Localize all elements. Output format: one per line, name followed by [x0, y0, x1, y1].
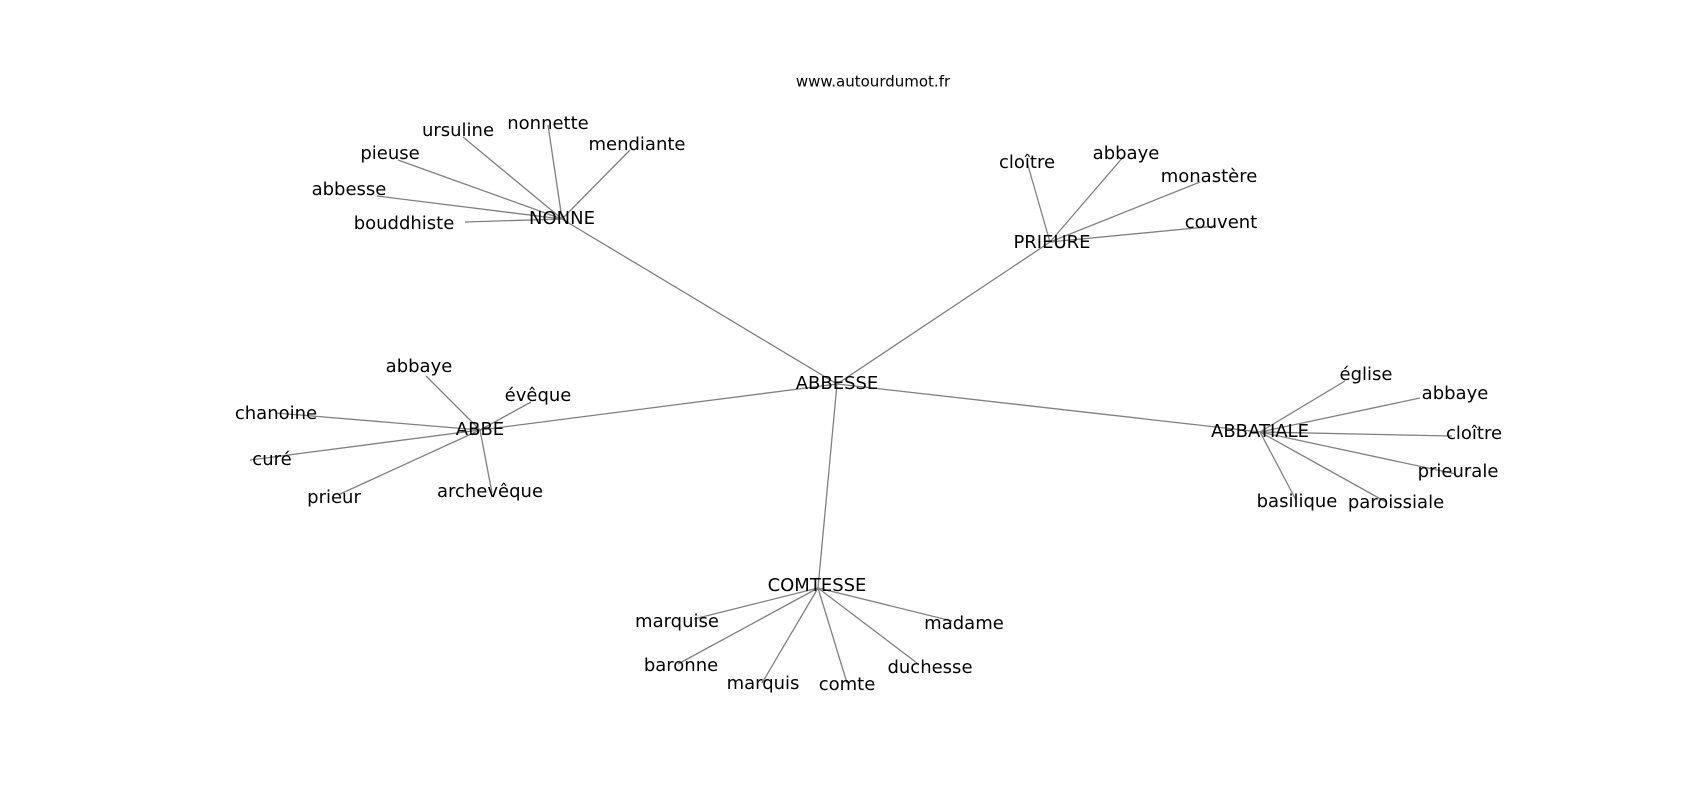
- edge-center-nonne: [561, 218, 838, 385]
- edge-center-prieure: [836, 241, 1051, 385]
- word-node[interactable]: abbaye: [1422, 383, 1489, 404]
- edge-abbe-word: [479, 429, 493, 494]
- graph-nodes: ABBESSE NONNE nonnette ursuline mendiante pie…: [235, 113, 1502, 695]
- word-node[interactable]: pieuse: [360, 143, 419, 164]
- edge-center-comtesse: [817, 383, 838, 589]
- edge-nonne-word: [547, 124, 563, 220]
- word-node[interactable]: prieur: [307, 487, 361, 508]
- word-node[interactable]: couvent: [1185, 212, 1258, 233]
- edge-nonne-word: [561, 149, 631, 220]
- edge-prieure-word: [1049, 155, 1125, 243]
- word-node[interactable]: marquise: [635, 611, 719, 632]
- edge-prieure-word: [1026, 161, 1051, 243]
- edge-comtesse-word: [817, 587, 953, 622]
- word-node[interactable]: nonnette: [507, 113, 589, 134]
- hub-node-prieure[interactable]: PRIEURE: [1013, 232, 1090, 253]
- edge-comtesse-word: [761, 587, 819, 684]
- hub-node-abbatiale[interactable]: ABBATIALE: [1211, 421, 1309, 442]
- edge-prieure-word: [1049, 181, 1201, 243]
- word-node[interactable]: curé: [252, 449, 291, 470]
- word-node[interactable]: bouddhiste: [354, 213, 455, 234]
- word-node[interactable]: duchesse: [887, 657, 972, 678]
- edge-center-abbatiale: [836, 383, 1261, 433]
- graph-edges: [249, 124, 1457, 684]
- site-url[interactable]: www.autourdumot.fr: [796, 73, 951, 91]
- edge-center-abbe: [479, 383, 838, 431]
- edge-abbe-word: [479, 401, 532, 431]
- word-node[interactable]: madame: [924, 613, 1004, 634]
- edge-abbatiale-word: [1259, 431, 1457, 475]
- word-node[interactable]: paroissiale: [1348, 492, 1444, 513]
- edge-abbatiale-word: [1259, 431, 1297, 501]
- edge-nonne-word: [464, 218, 563, 223]
- word-node[interactable]: monastère: [1161, 166, 1258, 187]
- edge-abbatiale-word: [1259, 397, 1421, 433]
- word-node[interactable]: abbesse: [312, 179, 387, 200]
- edge-comtesse-word: [677, 587, 819, 665]
- hub-node-nonne[interactable]: NONNE: [529, 208, 595, 229]
- edge-comtesse-word: [817, 587, 918, 664]
- word-node[interactable]: marquis: [727, 673, 800, 694]
- word-node[interactable]: abbaye: [1093, 143, 1160, 164]
- edge-nonne-word: [397, 159, 563, 220]
- word-node[interactable]: mendiante: [588, 134, 685, 155]
- edge-comtesse-word: [693, 587, 819, 620]
- word-node[interactable]: cloître: [1446, 423, 1502, 444]
- word-node[interactable]: ursuline: [422, 120, 494, 141]
- edge-abbe-word: [249, 429, 481, 461]
- word-node[interactable]: baronne: [644, 655, 718, 676]
- center-node[interactable]: ABBESSE: [796, 373, 879, 394]
- edge-abbatiale-word: [1259, 380, 1346, 433]
- edge-abbe-word: [275, 412, 481, 431]
- word-node[interactable]: chanoine: [235, 403, 317, 424]
- word-node[interactable]: église: [1340, 364, 1393, 385]
- word-node[interactable]: cloître: [999, 152, 1055, 173]
- edge-nonne-word: [376, 195, 563, 220]
- word-node[interactable]: abbaye: [386, 356, 453, 377]
- word-node[interactable]: comte: [819, 674, 876, 695]
- word-node[interactable]: prieurale: [1418, 461, 1499, 482]
- edge-prieure-word: [1049, 225, 1217, 243]
- edge-abbatiale-word: [1259, 431, 1453, 437]
- hub-node-abbe[interactable]: ABBE: [456, 419, 504, 440]
- word-node[interactable]: basilique: [1257, 491, 1338, 512]
- edge-nonne-word: [462, 136, 563, 220]
- edge-abbe-word: [425, 375, 481, 431]
- hub-node-comtesse[interactable]: COMTESSE: [768, 575, 867, 596]
- edge-comtesse-word: [817, 587, 848, 684]
- word-node[interactable]: archevêque: [437, 481, 543, 502]
- edge-abbatiale-word: [1259, 431, 1387, 503]
- edge-abbe-word: [337, 429, 481, 496]
- word-node[interactable]: évêque: [505, 385, 572, 406]
